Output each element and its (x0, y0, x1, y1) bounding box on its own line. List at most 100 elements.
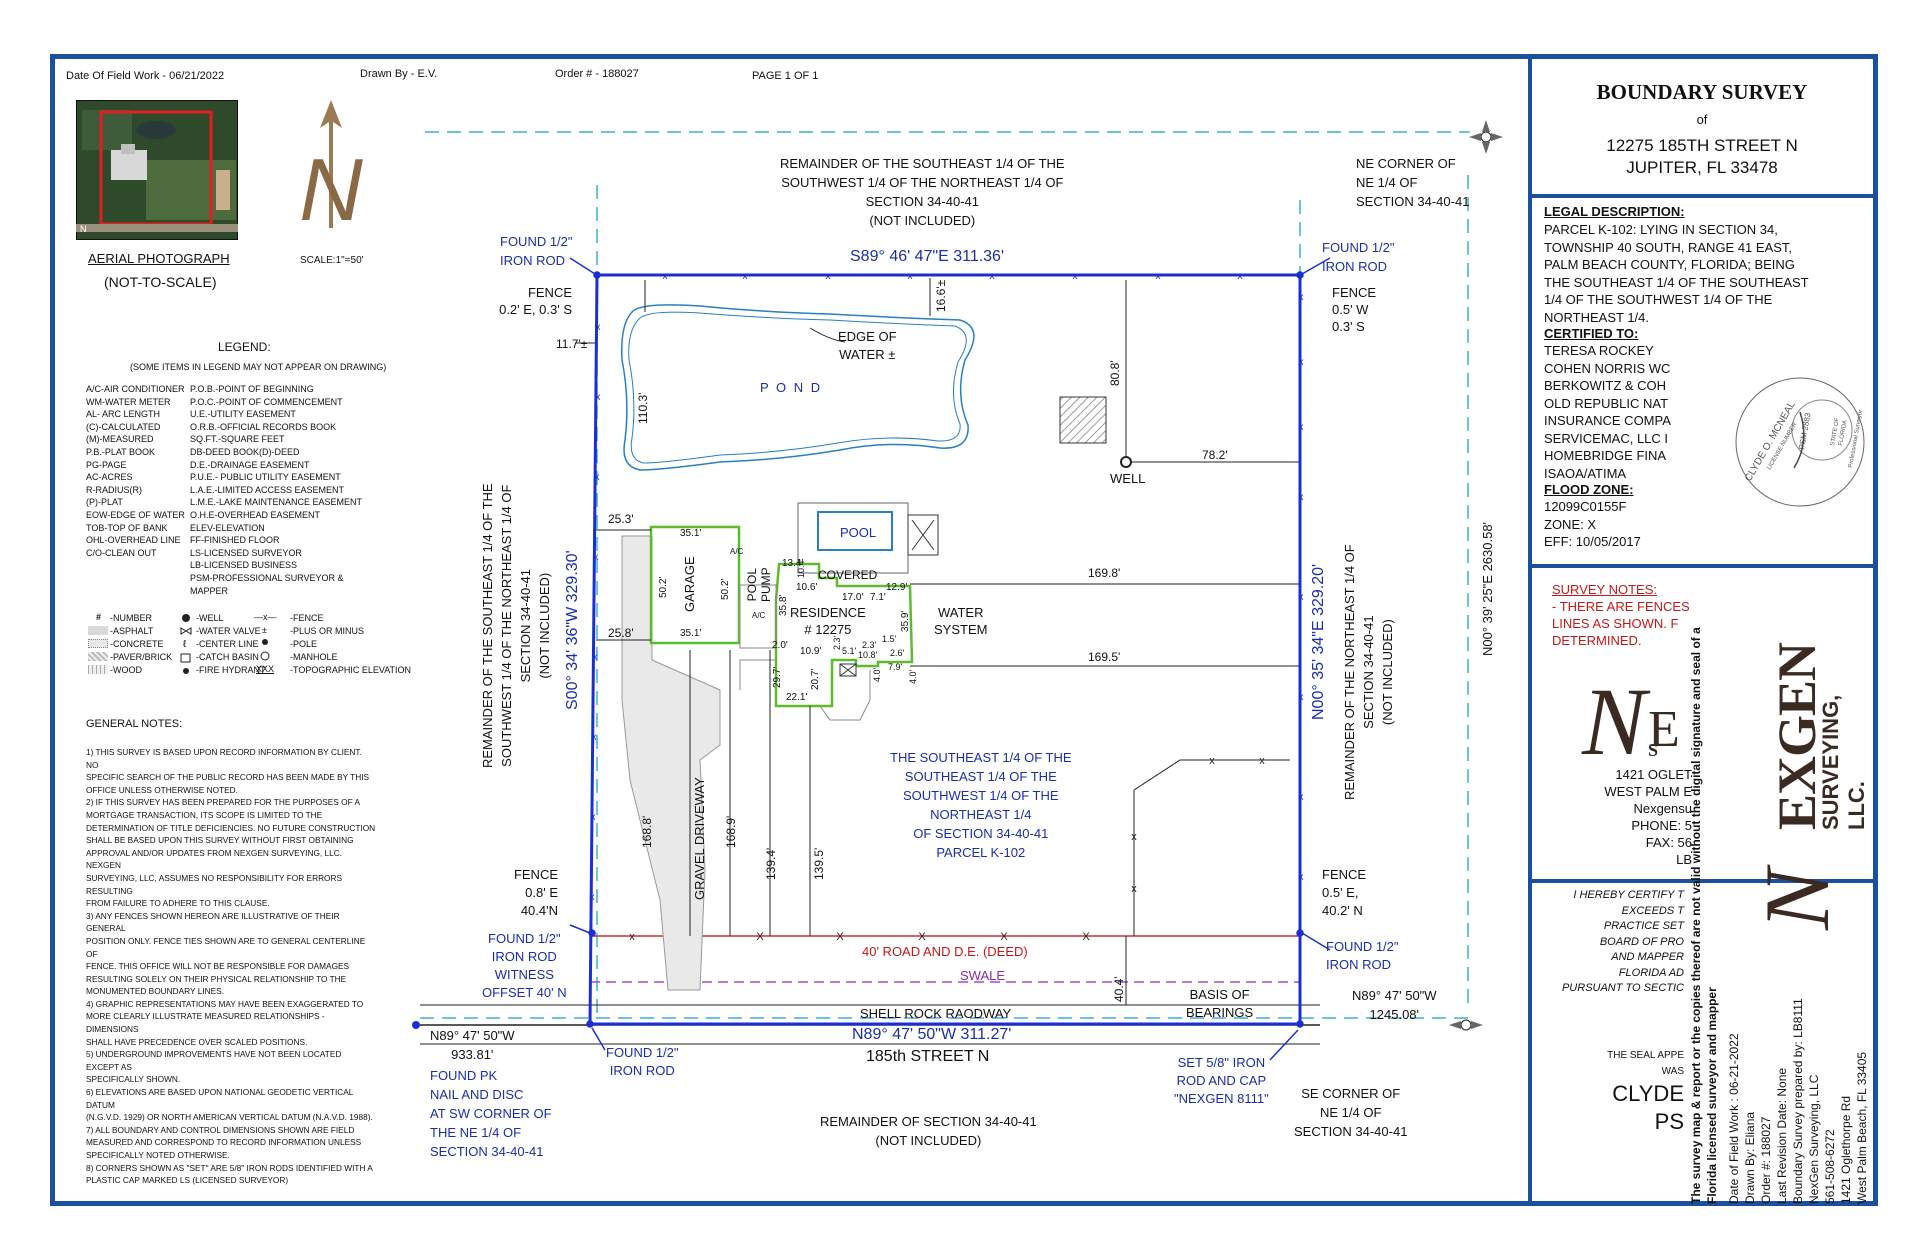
legend-abbrev-line: A/C-AIR CONDITIONER (86, 384, 185, 394)
notes-line: DETERMINED. (1552, 633, 1642, 648)
well-symbol (1120, 456, 1132, 468)
pool-outline (817, 511, 893, 551)
found-south-line: IRON ROD (609, 1063, 675, 1078)
legend-symbol-line: -TOPOGRAPHIC ELEVATION (290, 665, 412, 675)
svg-text:x: x (826, 271, 831, 282)
certified-line: ISAOA/ATIMA (1544, 465, 1627, 481)
svg-text:x: x (908, 271, 913, 282)
company-address-line: WEST PALM E (1604, 784, 1692, 799)
legend-symbol-line: -CATCH BASIN (196, 652, 259, 662)
svg-text:x: x (1299, 357, 1304, 368)
legend-abbrev-line: C/O-CLEAN OUT (86, 547, 157, 558)
legend-symbol-line: -CENTER LINE (196, 639, 259, 649)
pond-label: P O N D (760, 380, 823, 395)
dim-2-6: 2.6' (890, 648, 905, 658)
legend-abbrev-line: PG-PAGE (86, 459, 127, 470)
found-pk-line: FOUND PK (430, 1068, 498, 1083)
company-logo-e: E (1648, 701, 1680, 758)
surveyor-name-line: PS (1654, 1109, 1684, 1134)
legend-symbol-line: -PLUS OR MINUS (290, 626, 365, 636)
found-se-line: IRON ROD (1326, 957, 1391, 972)
east-tie-line: N89° 47' 50"W (1352, 988, 1437, 1003)
vertical-warning-line: Florida licensed surveyor and mapper (1705, 987, 1719, 1204)
dim-35-8: 35.8' (778, 594, 789, 616)
general-note-line: SHALL BE BASED UPON THIS SURVEY WITHOUT … (86, 835, 354, 846)
legend-symbol-line: -NUMBER (110, 613, 152, 623)
legend-abbrev-line: (M)-MEASURED (86, 434, 154, 445)
parcel-line: THE SOUTHEAST 1/4 OF THE (890, 750, 1072, 765)
dim-168-8: 168.8' (640, 815, 654, 848)
covered-label: COVERED (818, 568, 878, 582)
dim-29-7: 29.7' (772, 666, 783, 688)
set-rod-line: SET 5/8" IRON (1177, 1055, 1266, 1070)
svg-text:x: x (1073, 271, 1078, 282)
svg-text:x: x (663, 271, 668, 282)
north-remainder-line: SECTION 34-40-41 (865, 194, 980, 209)
svg-text:STATE OF: STATE OF (1830, 417, 1841, 446)
legal-line: TOWNSHIP 40 SOUTH, RANGE 41 EAST, (1544, 239, 1793, 255)
dim-13-4: 13.4' (782, 558, 804, 569)
north-remainder-line: SOUTHWEST 1/4 OF THE NORTHEAST 1/4 OF (781, 175, 1064, 190)
legal-line: PARCEL K-102: LYING IN SECTION 34, (1544, 222, 1778, 237)
bearing-south: N89° 47' 50"W 311.27' (852, 1026, 1012, 1043)
legend-abbrev-line: LS-LICENSED SURVEYOR (190, 547, 302, 558)
legend-symbol-line: -POLE (290, 639, 318, 649)
legend-abbrev-line: AL- ARC LENGTH (86, 409, 161, 420)
legend-symbol-line: -FENCE (290, 613, 324, 623)
order-number: Order # - 188027 (555, 68, 639, 80)
svg-text:x: x (1299, 792, 1304, 803)
east-remainder-line: (NOT INCLUDED) (1380, 619, 1395, 726)
found-sw-witness-line: IRON ROD (491, 949, 557, 964)
seal-note-line: WAS (1661, 1066, 1684, 1077)
legal-line: THE SOUTHEAST 1/4 OF THE SOUTHEAST (1544, 274, 1809, 290)
general-note-line: SURVEYING, LLC, ASSUMES NO RESPONSIBILIT… (86, 872, 343, 896)
company-logo-main-letter: N (1746, 868, 1848, 930)
fence-nw-line: FENCE (527, 285, 572, 300)
found-sw-witness-line: WITNESS (494, 967, 554, 982)
west-remainder-line: SECTION 34-40-41 (518, 568, 533, 683)
flood-line: 12099C0155F (1544, 499, 1627, 514)
dim-50-2a: 50.2' (658, 576, 669, 598)
found-rod-se: FOUND 1/2"IRON ROD (1326, 938, 1399, 974)
legend-abbrev-line: LB-LICENSED BUSINESS (190, 560, 298, 571)
legend-abbrev-line: L.A.E.-LIMITED ACCESS EASEMENT (190, 484, 345, 495)
dim-25-3: 25.3' (608, 512, 634, 526)
legend-abbrev-line: U.E.-UTILITY EASEMENT (190, 409, 296, 420)
general-note-line: APPROVAL AND/OR UPDATES FROM NEXGEN SURV… (86, 847, 343, 871)
vertical-info-line: Date of Field Work : 06-21-2022 (1727, 1033, 1741, 1204)
legend-abbrev-line: TOB-TOP OF BANK (86, 522, 168, 533)
legend-abbrev-line: SQ.FT.-SQUARE FEET (190, 434, 285, 445)
legend-symbol-line: -FIRE HYDRANT (196, 665, 266, 675)
found-pk-line: AT SW CORNER OF (430, 1106, 552, 1121)
dim-168-9: 168.9' (724, 815, 738, 848)
svg-text:X: X (756, 931, 764, 943)
general-note-line: OFFICE UNLESS OTHERWISE NOTED. (86, 784, 238, 795)
legal-line: NORTHEAST 1/4. (1544, 309, 1649, 325)
found-pk-line: NAIL AND DISC (430, 1087, 524, 1102)
general-note-line: PLASTIC CAP MARKED LS (LICENSED SURVEYOR… (86, 1175, 289, 1186)
svg-text:x: x (590, 892, 595, 903)
svg-text:x: x (1238, 271, 1243, 282)
north-letter: N (299, 140, 363, 239)
ac-label-1: A/C (730, 547, 744, 556)
fence-nw-line: 0.2' E, 0.3' S (499, 302, 572, 317)
dim-139-4: 139.4' (764, 847, 778, 880)
residence-line: # 12275 (804, 622, 852, 637)
legend-symbol-line: -WATER VALVE (196, 626, 261, 636)
certified-line: OLD REPUBLIC NAT (1544, 395, 1669, 411)
dim-35-9: 35.9' (900, 610, 911, 632)
residence-outline (774, 562, 914, 708)
fence-nw: FENCE 0.2' E, 0.3' S (492, 284, 572, 318)
legend-abbrev-line: EOW-EDGE OF WATER (86, 509, 185, 520)
west-tie-line: 933.81' (451, 1047, 494, 1062)
